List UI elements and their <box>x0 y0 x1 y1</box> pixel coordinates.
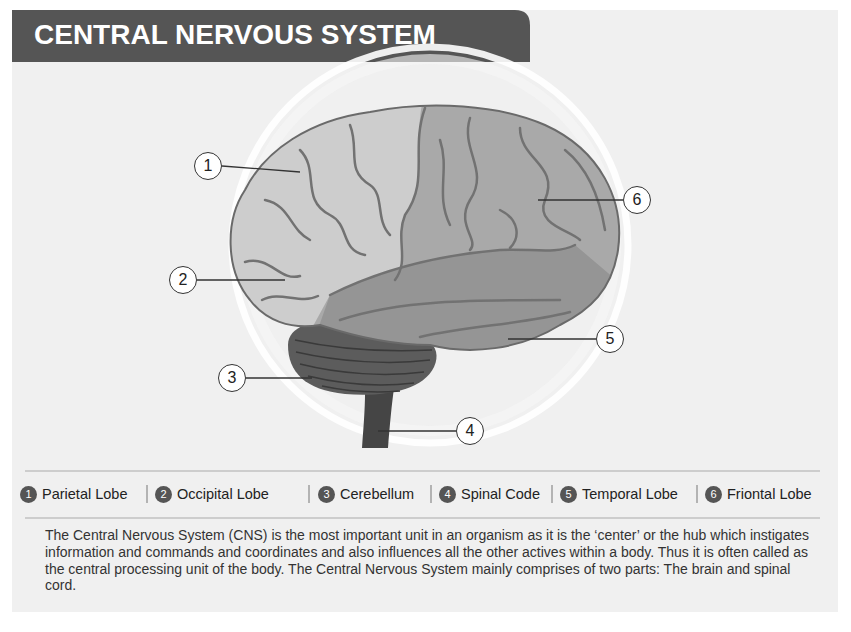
leader-line <box>508 338 596 339</box>
temporal-lobe-fill <box>300 245 640 380</box>
legend-number: 2 <box>155 486 172 503</box>
legend-number: 6 <box>705 486 722 503</box>
leader-line <box>246 377 312 378</box>
legend-item: 6 Friontal Lobe <box>705 486 812 503</box>
callout-circle: 2 <box>169 266 197 294</box>
caption-text: The Central Nervous System (CNS) is the … <box>45 527 817 594</box>
divider-line <box>552 485 553 503</box>
title-bar <box>12 10 530 62</box>
callout-number: 2 <box>179 272 188 288</box>
legend-label: Occipital Lobe <box>177 486 269 502</box>
legend-number: 1 <box>20 486 37 503</box>
brain-outline <box>231 106 620 350</box>
callout-circle: 3 <box>218 364 246 392</box>
callout-number: 4 <box>466 423 475 439</box>
legend-number: 5 <box>560 486 577 503</box>
legend-number: 4 <box>439 486 456 503</box>
legend-dividers <box>147 485 697 503</box>
callout-number: 6 <box>633 192 642 208</box>
legend-label: Cerebellum <box>340 486 414 502</box>
callout-circle: 1 <box>194 152 222 180</box>
legend-item: 4 Spinal Code <box>439 486 540 503</box>
legend-item: 5 Temporal Lobe <box>560 486 678 503</box>
legend-item: 3 Cerebellum <box>318 486 414 503</box>
callout-circle: 4 <box>456 417 484 445</box>
leader-line <box>538 199 623 200</box>
legend-label: Friontal Lobe <box>727 486 812 502</box>
legend-item: 1 Parietal Lobe <box>20 486 127 503</box>
leader-line <box>197 279 285 280</box>
divider-line <box>147 485 148 503</box>
legend-item: 2 Occipital Lobe <box>155 486 269 503</box>
leader-line <box>222 166 300 172</box>
leader-lines <box>197 166 623 431</box>
callout-circle: 6 <box>623 186 651 214</box>
divider-line <box>431 485 432 503</box>
legend-label: Spinal Code <box>461 486 540 502</box>
title-text: CENTRAL NERVOUS SYSTEM <box>34 19 436 51</box>
divider-line <box>697 485 698 503</box>
panel-ground <box>12 10 838 612</box>
divider-line <box>309 485 310 503</box>
brain-gyri <box>245 108 605 337</box>
legend-number: 3 <box>318 486 335 503</box>
legend-label: Temporal Lobe <box>582 486 678 502</box>
legend-label: Parietal Lobe <box>42 486 127 502</box>
callout-number: 3 <box>228 370 237 386</box>
separator-line <box>25 518 820 519</box>
cerebellum-folds <box>295 340 432 392</box>
leader-line <box>378 430 456 431</box>
separator-line <box>25 471 820 472</box>
callout-circle: 5 <box>596 325 624 353</box>
cerebrum <box>200 90 640 380</box>
callout-number: 1 <box>204 158 213 174</box>
callout-number: 5 <box>606 331 615 347</box>
